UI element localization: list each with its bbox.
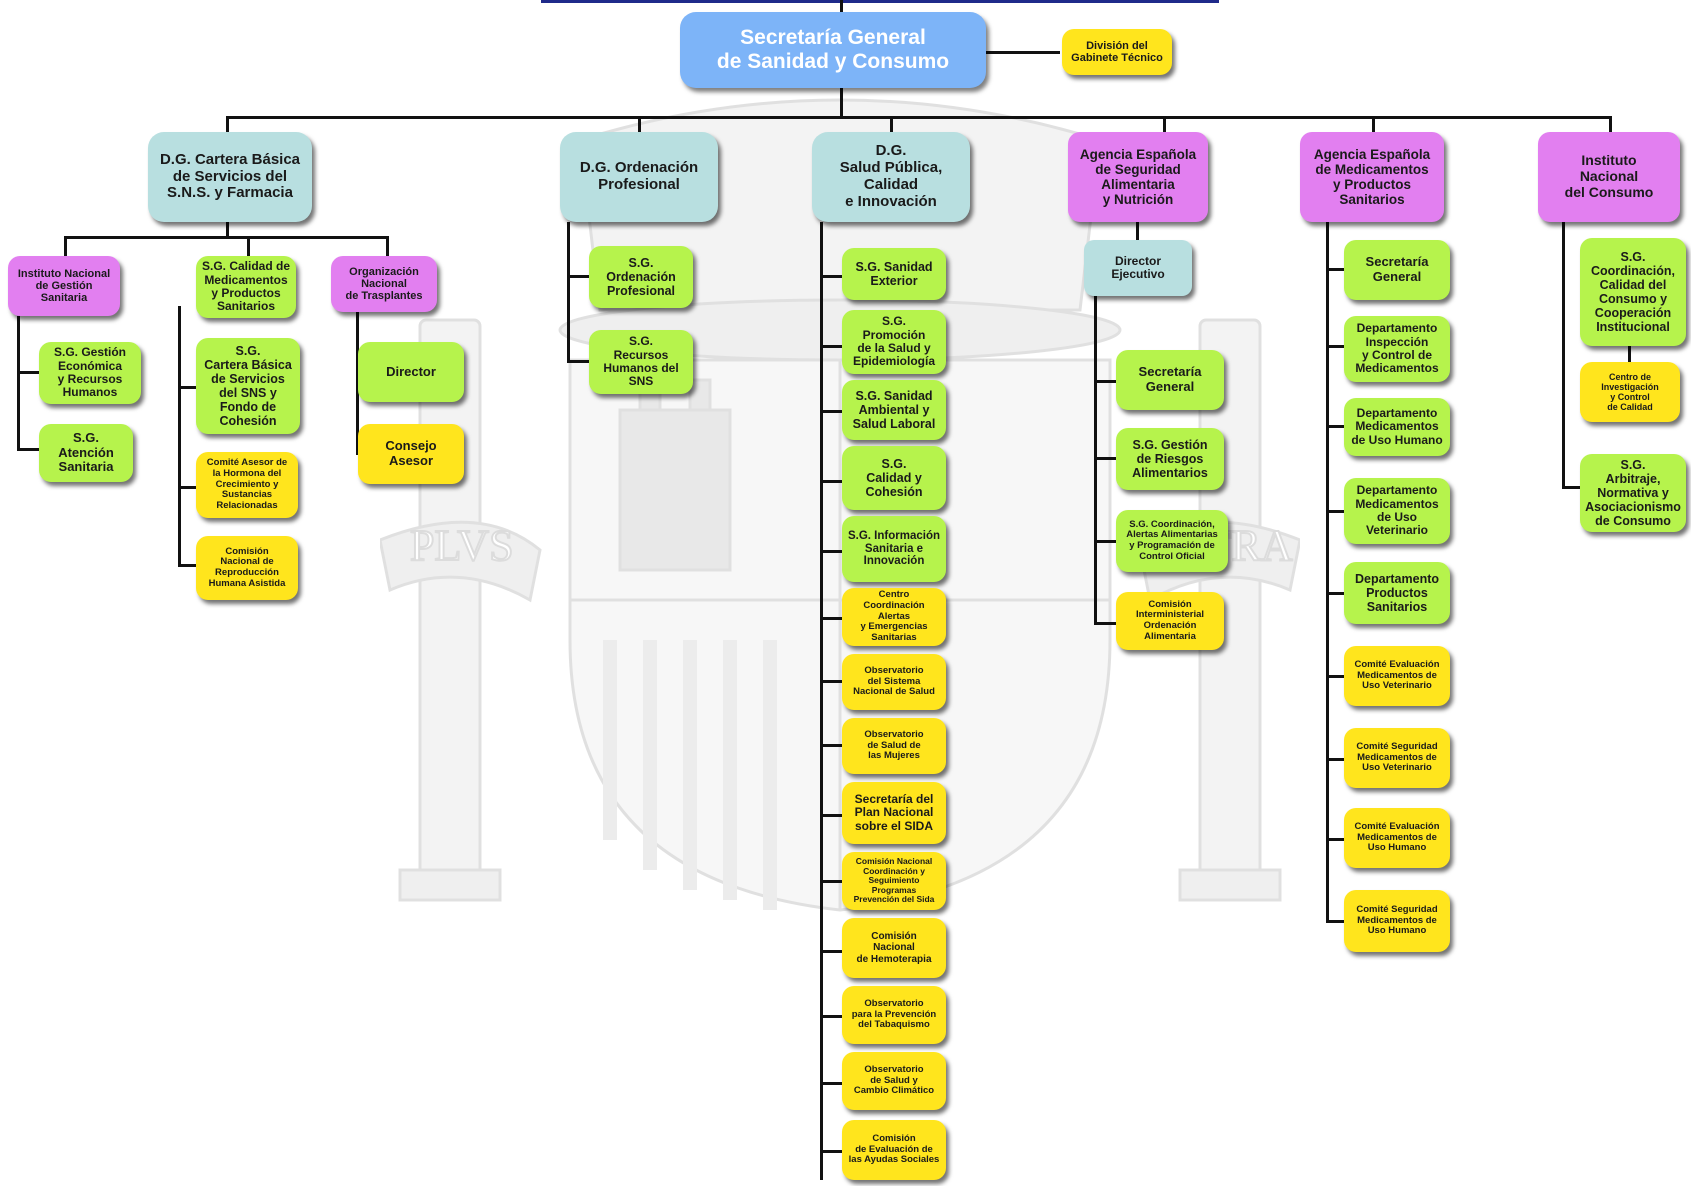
comite-seguridad-veterinario-node: Comité Seguridad Medicamentos de Uso Vet… bbox=[1344, 728, 1450, 788]
sg-calidad-cohesion-node: S.G. Calidad y Cohesión bbox=[842, 446, 946, 510]
aemps-uso-humano-node: Departamento Medicamentos de Uso Humano bbox=[1344, 398, 1450, 456]
aesan-node: Agencia Española de Seguridad Alimentari… bbox=[1068, 132, 1208, 222]
aemps-secretaria-general-node: Secretaría General bbox=[1344, 240, 1450, 300]
comision-ayudas-sociales-node: Comisión de Evaluación de las Ayudas Soc… bbox=[842, 1120, 946, 1180]
ont-director-node: Director bbox=[358, 342, 464, 402]
sg-sanidad-ambiental-node: S.G. Sanidad Ambiental y Salud Laboral bbox=[842, 380, 946, 440]
aemps-productos-sanitarios-node: Departamento Productos Sanitarios bbox=[1344, 562, 1450, 624]
comision-hemoterapia-node: Comisión Nacional de Hemoterapia bbox=[842, 918, 946, 978]
dg-cartera-basica-node: D.G. Cartera Básica de Servicios del S.N… bbox=[148, 132, 312, 222]
organizacion-trasplantes-node: Organización Nacional de Trasplantes bbox=[331, 256, 437, 312]
centro-alertas-node: Centro Coordinación Alertas y Emergencia… bbox=[842, 588, 946, 646]
instituto-gestion-sanitaria-node: Instituto Nacional de Gestión Sanitaria bbox=[8, 256, 120, 316]
inc-sg-arbitraje-node: S.G. Arbitraje, Normativa y Asociacionis… bbox=[1580, 454, 1686, 532]
top-border bbox=[541, 0, 1219, 3]
sg-calidad-medicamentos-node: S.G. Calidad de Medicamentos y Productos… bbox=[196, 256, 296, 318]
observatorio-mujeres-node: Observatorio de Salud de las Mujeres bbox=[842, 718, 946, 774]
sg-gestion-economica-node: S.G. Gestión Económica y Recursos Humano… bbox=[39, 342, 141, 404]
comite-hormona-node: Comité Asesor de la Hormona del Crecimie… bbox=[196, 452, 298, 518]
observatorio-sns-node: Observatorio del Sistema Nacional de Sal… bbox=[842, 654, 946, 710]
sg-sanidad-exterior-node: S.G. Sanidad Exterior bbox=[842, 248, 946, 300]
aemps-uso-veterinario-node: Departamento Medicamentos de Uso Veterin… bbox=[1344, 478, 1450, 544]
dg-salud-publica-node: D.G. Salud Pública, Calidad e Innovación bbox=[812, 132, 970, 222]
instituto-consumo-node: Instituto Nacional del Consumo bbox=[1538, 132, 1680, 222]
inc-centro-investigacion-node: Centro de Investigación y Control de Cal… bbox=[1580, 362, 1680, 422]
aemps-node: Agencia Española de Medicamentos y Produ… bbox=[1300, 132, 1444, 222]
observatorio-cambio-climatico-node: Observatorio de Salud y Cambio Climático bbox=[842, 1052, 946, 1110]
secretaria-sida-node: Secretaría del Plan Nacional sobre el SI… bbox=[842, 782, 946, 844]
comite-evaluacion-veterinario-node: Comité Evaluación Medicamentos de Uso Ve… bbox=[1344, 646, 1450, 706]
comision-reproduccion-node: Comisión Nacional de Reproducción Humana… bbox=[196, 536, 298, 600]
comite-evaluacion-humano-node: Comité Evaluación Medicamentos de Uso Hu… bbox=[1344, 808, 1450, 868]
gabinete-tecnico-node: División del Gabinete Técnico bbox=[1062, 29, 1172, 75]
plus-motto: PLVS bbox=[410, 521, 514, 570]
comision-sida-node: Comisión Nacional Coordinación y Seguimi… bbox=[842, 852, 946, 910]
aesan-secretaria-general-node: Secretaría General bbox=[1116, 350, 1224, 410]
observatorio-tabaquismo-node: Observatorio para la Prevención del Taba… bbox=[842, 986, 946, 1044]
comite-seguridad-humano-node: Comité Seguridad Medicamentos de Uso Hum… bbox=[1344, 890, 1450, 952]
inc-sg-coordinacion-node: S.G. Coordinación, Calidad del Consumo y… bbox=[1580, 238, 1686, 346]
aesan-comision-interministerial-node: Comisión Interministerial Ordenación Ali… bbox=[1116, 592, 1224, 650]
aesan-sg-riesgos-node: S.G. Gestión de Riesgos Alimentarios bbox=[1116, 428, 1224, 490]
sg-cartera-basica-node: S.G. Cartera Básica de Servicios del SNS… bbox=[196, 338, 300, 434]
ont-consejo-asesor-node: Consejo Asesor bbox=[358, 424, 464, 484]
sg-atencion-sanitaria-node: S.G. Atención Sanitaria bbox=[39, 424, 133, 482]
aemps-inspeccion-node: Departamento Inspección y Control de Med… bbox=[1344, 316, 1450, 382]
dg-ordenacion-profesional-node: D.G. Ordenación Profesional bbox=[560, 132, 718, 222]
sg-informacion-sanitaria-node: S.G. Información Sanitaria e Innovación bbox=[842, 516, 946, 582]
secretaria-general-node: Secretaría General de Sanidad y Consumo bbox=[680, 12, 986, 88]
sg-ordenacion-profesional-node: S.G. Ordenación Profesional bbox=[589, 246, 693, 308]
sg-recursos-humanos-node: S.G. Recursos Humanos del SNS bbox=[589, 330, 693, 394]
sg-promocion-salud-node: S.G. Promoción de la Salud y Epidemiolog… bbox=[842, 310, 946, 374]
aesan-sg-coordinacion-node: S.G. Coordinación, Alertas Alimentarias … bbox=[1116, 510, 1228, 572]
aesan-director-ejecutivo-node: Director Ejecutivo bbox=[1084, 240, 1192, 296]
